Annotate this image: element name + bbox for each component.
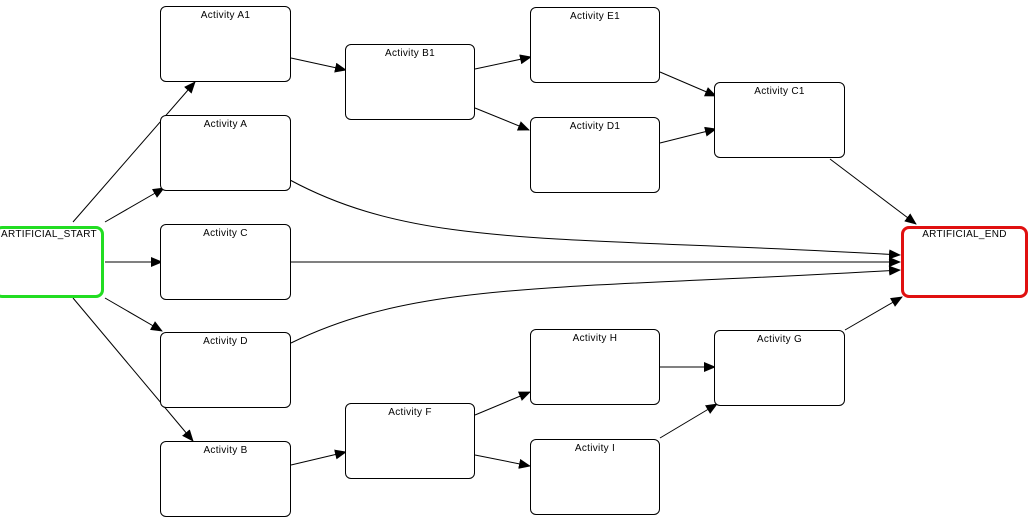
edge-start-to-a1 (72, 81, 196, 223)
node-label: Activity B (203, 445, 248, 456)
node-activity-d1[interactable]: Activity D1 (530, 117, 660, 193)
edge-b1-to-e1 (474, 54, 532, 70)
node-activity-a1[interactable]: Activity A1 (160, 6, 291, 82)
edge-f-to-h (474, 391, 531, 416)
node-label: Activity B1 (385, 48, 435, 59)
node-activity-h[interactable]: Activity H (530, 329, 660, 405)
edge-a1-to-b1 (290, 57, 347, 73)
node-activity-i[interactable]: Activity I (530, 439, 660, 515)
node-label: Activity C (203, 228, 248, 239)
node-artificial-end[interactable]: ARTIFICIAL_END (901, 226, 1028, 298)
node-label: ARTIFICIAL_END (922, 229, 1007, 240)
edge-d-to-end (290, 265, 901, 344)
node-label: Activity A (203, 119, 248, 130)
node-activity-b1[interactable]: Activity B1 (345, 44, 475, 120)
edge-i-to-g (659, 403, 718, 439)
node-activity-a[interactable]: Activity A (160, 115, 291, 191)
node-activity-b[interactable]: Activity B (160, 441, 291, 517)
node-label: Activity E1 (570, 11, 620, 22)
edge-c1-to-end (829, 158, 917, 225)
edge-g-to-end (844, 296, 903, 331)
node-label: ARTIFICIAL_START (1, 229, 97, 240)
node-label: Activity A1 (200, 10, 251, 21)
edge-start-to-a (104, 187, 165, 223)
edge-start-to-b (72, 297, 194, 442)
edge-e1-to-c1 (659, 71, 717, 97)
node-activity-f[interactable]: Activity F (345, 403, 475, 479)
node-label: Activity D1 (569, 121, 621, 132)
node-activity-g[interactable]: Activity G (714, 330, 845, 406)
node-label: Activity F (388, 407, 432, 418)
node-activity-e1[interactable]: Activity E1 (530, 7, 660, 83)
node-label: Activity D (203, 336, 248, 347)
node-label: Activity C1 (754, 86, 805, 97)
edge-a-to-end (289, 179, 901, 260)
edge-start-to-d (104, 297, 163, 332)
node-label: Activity G (756, 334, 803, 345)
edge-f-to-i (474, 454, 531, 469)
node-artificial-start[interactable]: ARTIFICIAL_START (0, 226, 104, 298)
edge-b1-to-d1 (474, 107, 530, 131)
node-activity-d[interactable]: Activity D (160, 332, 291, 408)
node-label: Activity H (572, 333, 618, 344)
node-activity-c[interactable]: Activity C (160, 224, 291, 300)
edge-b-to-f (290, 449, 347, 466)
edge-d1-to-c1 (659, 126, 717, 144)
node-label: Activity I (574, 443, 616, 454)
node-activity-c1[interactable]: Activity C1 (714, 82, 845, 158)
